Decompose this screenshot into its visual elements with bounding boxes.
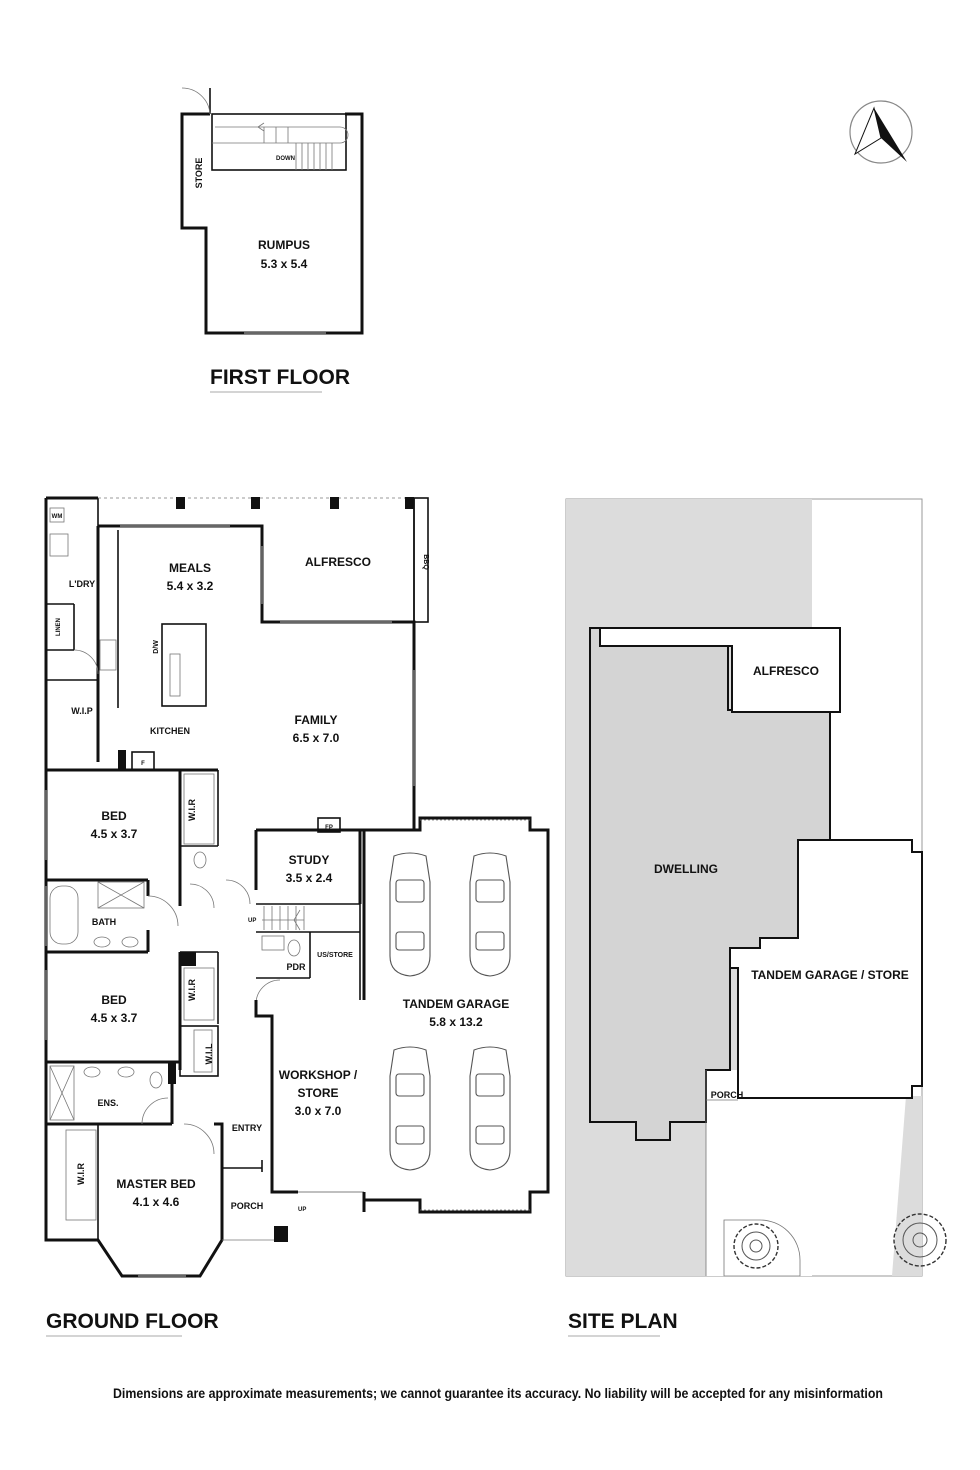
tree-icon — [733, 1223, 779, 1269]
site-porch-label: PORCH — [711, 1090, 744, 1100]
workshop-label-2: STORE — [297, 1086, 338, 1100]
pdr-label: PDR — [286, 962, 306, 972]
stair-down-label: DOWN — [276, 156, 295, 162]
wip-label: W.I.P — [71, 706, 93, 716]
first-floor-stairs — [211, 113, 349, 171]
car-icon — [469, 852, 511, 977]
kitchen-label: KITCHEN — [150, 726, 190, 736]
family-label: FAMILY — [295, 713, 338, 727]
study-label: STUDY — [289, 853, 330, 867]
dw-label: D/W — [153, 640, 160, 654]
site-alfresco-label: ALFRESCO — [753, 664, 819, 678]
bed2-size: 4.5 x 3.7 — [91, 1011, 138, 1025]
fp-label: FP — [325, 825, 333, 831]
meals-label: MEALS — [169, 561, 211, 575]
site-plan-heading: SITE PLAN — [568, 1310, 678, 1333]
car-icon — [469, 1046, 511, 1171]
rumpus-label: RUMPUS — [258, 238, 310, 252]
bed1-label: BED — [101, 809, 127, 823]
garage-size: 5.8 x 13.2 — [429, 1015, 483, 1029]
family-size: 6.5 x 7.0 — [293, 731, 340, 745]
entry-label: ENTRY — [232, 1123, 262, 1133]
workshop-label-1: WORKSHOP / — [279, 1068, 358, 1082]
wir1-label: W.I.R — [187, 799, 197, 821]
meals-size: 5.4 x 3.2 — [167, 579, 214, 593]
disclaimer-text: Dimensions are approximate measurements;… — [113, 1386, 883, 1401]
garage-label: TANDEM GARAGE — [403, 997, 509, 1011]
compass-icon — [849, 100, 913, 164]
alfresco-label: ALFRESCO — [305, 555, 371, 569]
workshop-size: 3.0 x 7.0 — [295, 1104, 342, 1118]
linen-label: LINEN — [56, 618, 62, 636]
tree-icon — [893, 1213, 947, 1267]
first-floor-heading: FIRST FLOOR — [210, 366, 350, 389]
wir3-label: W.I.R — [76, 1163, 86, 1185]
wm-label: WM — [52, 514, 63, 520]
car-icon — [389, 1046, 431, 1171]
ground-floor-heading: GROUND FLOOR — [46, 1310, 219, 1333]
wir2-label: W.I.R — [187, 979, 197, 1001]
porch-label: PORCH — [231, 1201, 264, 1211]
us-store-label: US/STORE — [317, 952, 353, 959]
laundry-label: L'DRY — [69, 579, 95, 589]
rumpus-size: 5.3 x 5.4 — [261, 257, 308, 271]
ground-floor-plan: WM L'DRY LINEN W.I.P D/W KITCHEN F MEALS… — [44, 496, 550, 1337]
site-plan: ALFRESCO DWELLING TANDEM GARAGE / STORE … — [565, 498, 947, 1337]
porch-up-label: UP — [298, 1207, 306, 1213]
bath-label: BATH — [92, 917, 116, 927]
wil-label: W.I.L — [204, 1043, 214, 1064]
master-bed-size: 4.1 x 4.6 — [133, 1195, 180, 1209]
dwelling-label: DWELLING — [654, 862, 718, 876]
stair-up-label: UP — [248, 918, 256, 924]
bbq-label: BBQ — [422, 554, 429, 570]
ground-stairs — [262, 906, 305, 931]
bed2-label: BED — [101, 993, 127, 1007]
site-garage-label: TANDEM GARAGE / STORE — [751, 968, 909, 982]
first-floor-plan: DOWN STORE RUMPUS 5.3 x 5.4 FIRST FLOOR — [180, 87, 364, 393]
fridge-label: F — [141, 761, 145, 767]
bed1-size: 4.5 x 3.7 — [91, 827, 138, 841]
store-label: STORE — [194, 158, 204, 189]
study-size: 3.5 x 2.4 — [286, 871, 333, 885]
car-icon — [389, 852, 431, 977]
master-bed-label: MASTER BED — [116, 1177, 196, 1191]
ens-label: ENS. — [97, 1098, 118, 1108]
